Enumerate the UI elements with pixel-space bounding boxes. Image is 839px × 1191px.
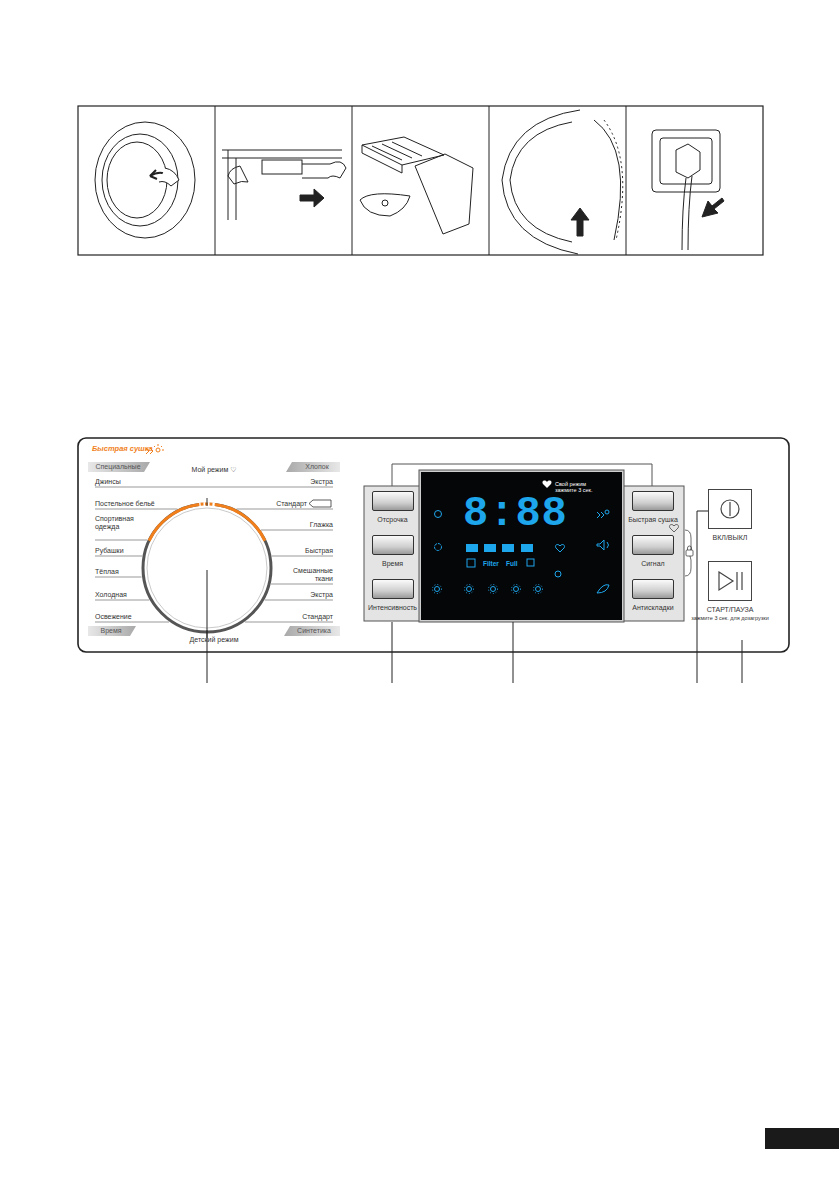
program-label: Постельное бельё [95,500,155,508]
display-text: Filter [483,560,499,567]
button-face [372,579,414,599]
button-hint: зажмите 3 сек. для дозагрузки [689,615,771,622]
program-label: Тёплая [95,568,119,576]
control-button: Интенсивность [366,577,420,619]
tab [286,462,340,472]
program-label: Экстра [310,478,333,486]
power-button: ВКЛ/ВЫКЛ [698,489,762,549]
program-label: Быстрая [305,547,333,555]
page-tab [765,1128,839,1149]
program-label: Быстрая сушка [92,445,153,453]
dial-leader [95,600,149,601]
program-label: Детский режим [190,636,239,644]
tab [284,626,340,636]
dial-leader [95,556,142,557]
button-label: Быстрая сушка [625,516,681,524]
button-face [632,535,674,555]
button-face [708,489,752,529]
time-digits: 8:88 [463,490,568,538]
dial-leader [265,600,333,601]
tab-label: Специальные [95,463,140,471]
button-label: Время [366,560,419,568]
control-button: Антискладки [625,577,681,619]
heart-icon [669,525,678,532]
button-face [632,579,674,599]
start-button: СТАРТ/ПАУЗАзажмите 3 сек. для дозагрузки [689,561,771,635]
control-button: Сигнал [625,533,681,575]
dial-leader [95,487,207,488]
dial-leader [272,556,333,557]
button-label: Отсрочка [366,516,419,524]
dial-leader [95,577,142,578]
lock-icon [686,546,693,556]
control-button: Время [366,533,419,575]
dial-leader [261,530,333,531]
tag-icon [309,500,331,507]
button-face [708,561,752,601]
button-label: Сигнал [625,560,681,568]
button-face [372,535,414,555]
display: Свой режим зажмите 3 сек.8:88FilterFull [421,472,622,620]
program-label: Смешанные ткани [291,567,333,583]
dial-leader [245,622,333,623]
program-label: Рубашки [95,547,124,555]
program-label: Экстра [310,591,333,599]
program-label: Глажка [310,521,333,529]
dial-arc [148,502,267,541]
tab-label: Синтетика [297,627,331,635]
button-face [372,491,414,511]
tab-label: Хлопок [305,463,328,471]
control-button: Отсрочка [366,489,419,531]
dial-leader [95,540,147,541]
program-label: Стандарт [302,613,333,621]
button-frame [622,486,684,621]
button-label: ВКЛ/ВЫКЛ [698,534,762,542]
step-panels [78,106,763,255]
dial-leader [207,487,333,488]
tab [88,626,136,636]
button-face [632,491,674,511]
button-frame [364,486,421,621]
display-frame [419,470,624,622]
dial-leader [237,509,333,510]
button-label: СТАРТ/ПАУЗА [689,606,771,614]
program-label: Освежение [95,613,132,621]
control-button: Быстрая сушка [625,489,681,531]
display-text: Full [506,560,518,567]
program-label: Джинсы [95,478,121,486]
button-label: Интенсивность [366,604,420,612]
program-label: Спортивная одежда [95,515,143,531]
dial-leader [95,509,177,510]
program-label: Мой режим ♡ [192,466,237,474]
dial-leader [271,584,333,585]
tab [88,462,150,472]
program-label: Холодная [95,591,127,599]
dial-leader [95,622,169,623]
panel-housing [78,438,789,652]
program-label: Стандарт [276,500,307,508]
button-label: Антискладки [625,604,681,612]
tab-label: Время [100,627,121,635]
